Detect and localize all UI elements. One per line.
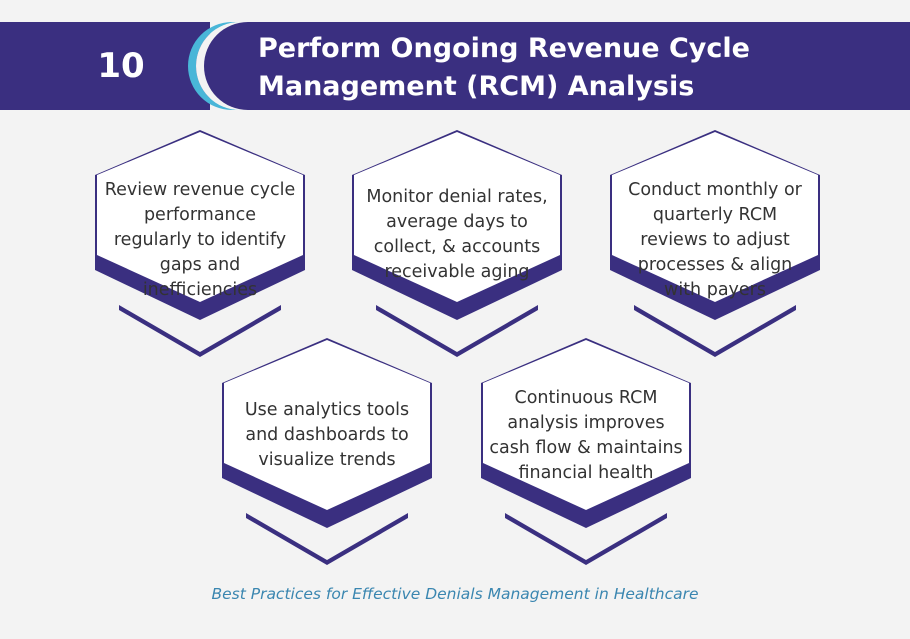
hexagon-shape [610,130,820,357]
header-banner [0,22,910,110]
hexagon-shape [222,338,432,565]
card-text: Continuous RCM analysis improves cash fl… [489,388,683,483]
footer-caption: Best Practices for Effective Denials Man… [211,585,699,603]
title-line-1: Perform Ongoing Revenue Cycle [258,33,750,64]
card-analytics-tools: Use analytics tools and dashboards to vi… [222,338,432,568]
card-conduct-reviews: Conduct monthly or quarterly RCM reviews… [610,130,820,360]
card-text: Use analytics tools and dashboards to vi… [244,400,410,470]
page-title: Perform Ongoing Revenue Cycle Management… [258,30,818,106]
hexagon-shape [481,338,691,565]
header-arc-accent [188,22,260,110]
card-text: Conduct monthly or quarterly RCM reviews… [628,180,802,300]
card-review-performance: Review revenue cycle performance regular… [95,130,305,360]
hexagon-shape [95,130,305,357]
hexagon-shape [352,130,562,357]
card-monitor-denials: Monitor denial rates, average days to co… [352,130,562,360]
title-line-2: Management (RCM) Analysis [258,71,695,102]
step-number: 10 [97,46,145,86]
card-text: Review revenue cycle performance regular… [104,180,296,300]
card-continuous-analysis: Continuous RCM analysis improves cash fl… [481,338,691,568]
card-text: Monitor denial rates, average days to co… [366,187,548,282]
